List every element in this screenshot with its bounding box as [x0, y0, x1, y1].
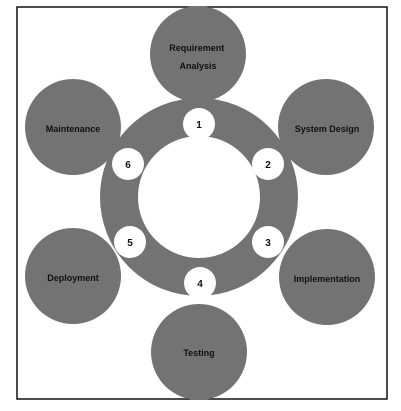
phase-label-1-line-1: Requirement [169, 43, 224, 53]
badge-5: 5 [114, 226, 146, 258]
phase-label-4: Testing [183, 348, 214, 358]
badge-number-3: 3 [265, 238, 271, 249]
phase-5: Deployment [25, 228, 121, 324]
phase-6: Maintenance [25, 79, 121, 175]
badge-6: 6 [112, 148, 144, 180]
phase-circle-4 [151, 304, 247, 400]
phase-label-2: System Design [295, 124, 360, 134]
phase-label-5: Deployment [47, 273, 99, 283]
phase-2: System Design [278, 79, 374, 175]
badge-circle-6 [112, 148, 144, 180]
phase-3: Implementation [279, 229, 375, 325]
phase-circle-2 [278, 79, 374, 175]
badge-circle-5 [114, 226, 146, 258]
badge-2: 2 [252, 148, 284, 180]
badge-number-4: 4 [197, 279, 203, 290]
phase-label-6: Maintenance [46, 124, 101, 134]
badge-circle-3 [252, 226, 284, 258]
phase-1: Requirement Analysis [150, 6, 246, 102]
badge-1: 1 [183, 108, 215, 140]
badge-number-5: 5 [127, 238, 133, 249]
phase-circle-6 [25, 79, 121, 175]
phase-circle-5 [25, 228, 121, 324]
badge-number-1: 1 [196, 120, 202, 131]
phase-label-3: Implementation [294, 274, 361, 284]
badge-number-2: 2 [265, 160, 271, 171]
badge-number-6: 6 [125, 160, 131, 171]
badge-circle-2 [252, 148, 284, 180]
badge-3: 3 [252, 226, 284, 258]
phase-circle-1 [150, 6, 246, 102]
svg-text:Requirement Analysis: Requirement Analysis [169, 43, 227, 71]
badge-circle-1 [183, 108, 215, 140]
phase-label-1-line-2: Analysis [179, 61, 216, 71]
badge-4: 4 [184, 267, 216, 299]
badge-circle-4 [184, 267, 216, 299]
phase-4: Testing [151, 304, 247, 400]
phase-circle-3 [279, 229, 375, 325]
